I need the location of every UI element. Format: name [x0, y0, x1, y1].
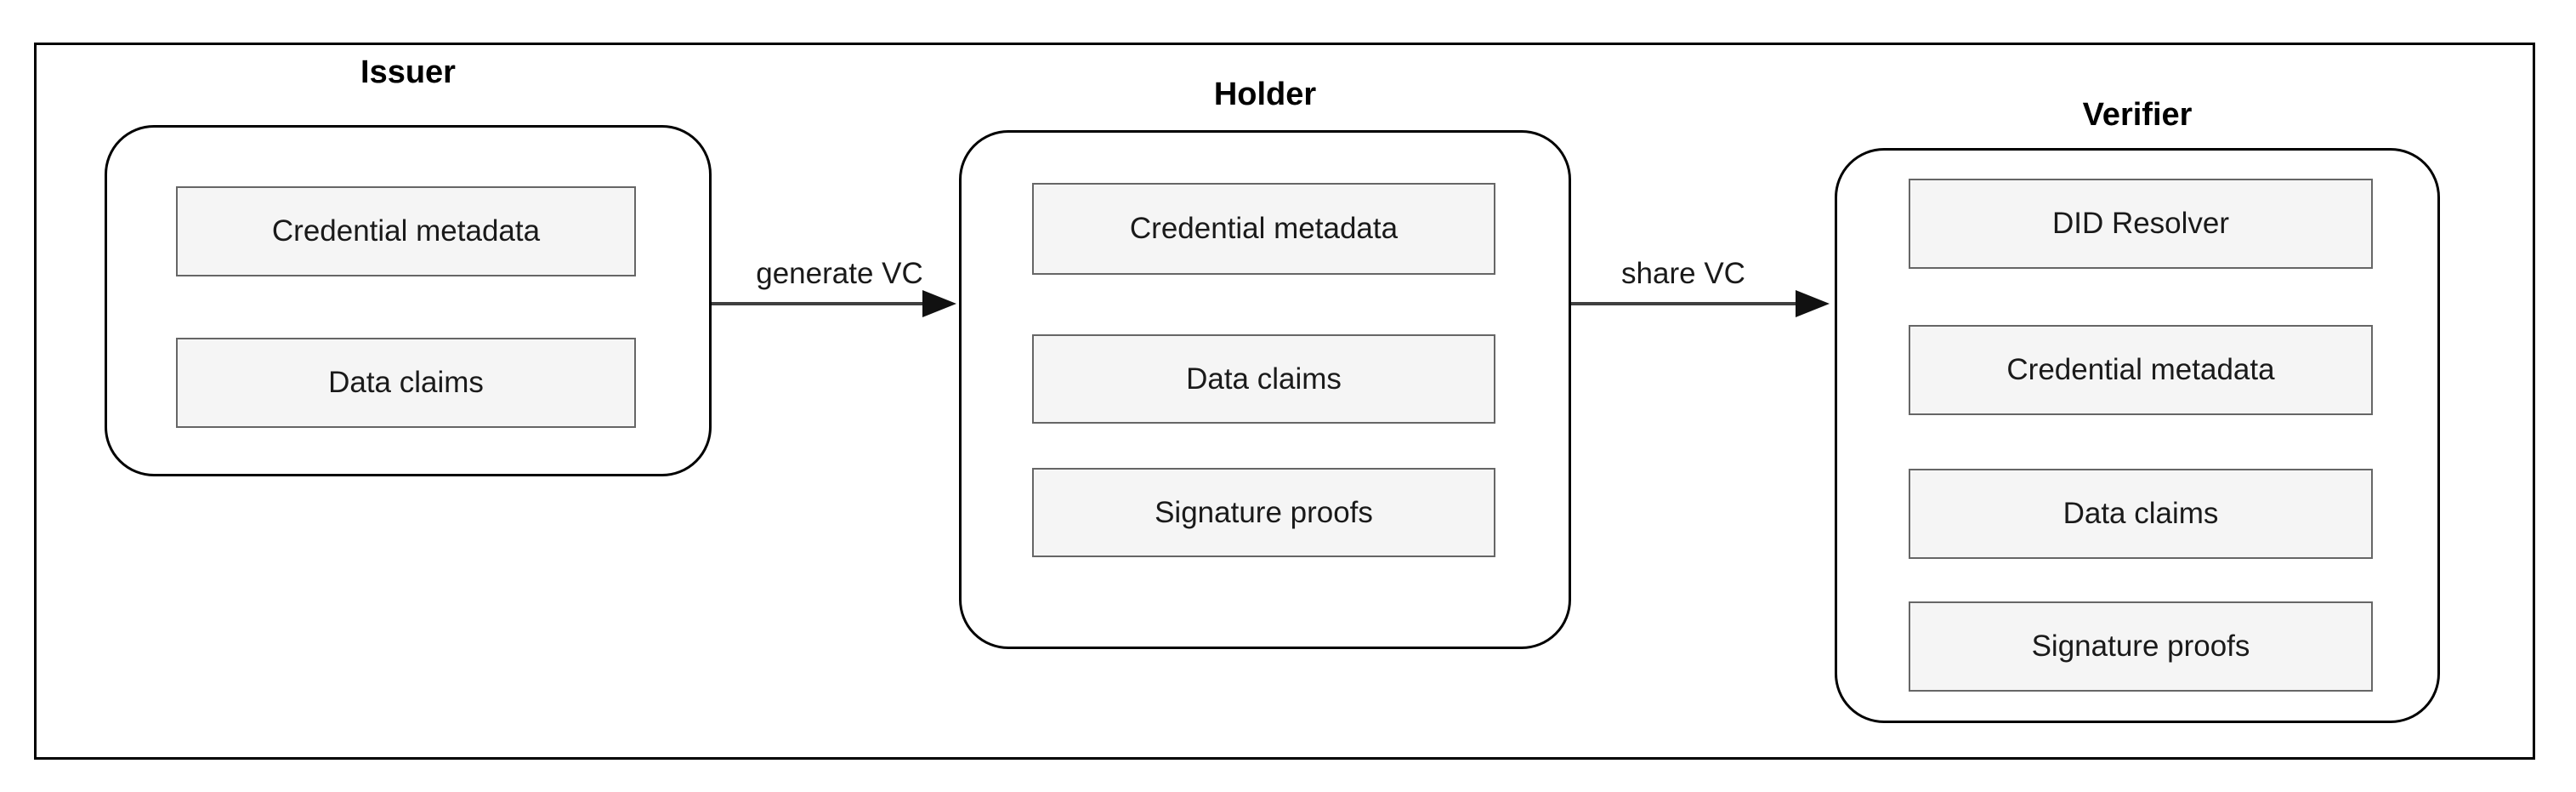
share-vc-arrow-label: share VC [1621, 257, 1745, 290]
generate-vc-arrowhead-icon [922, 290, 956, 317]
holder-box-signature-proofs: Signature proofs [1032, 468, 1495, 557]
verifier-box-credential-metadata: Credential metadata [1909, 325, 2373, 415]
verifier-panel-title: Verifier [2082, 97, 2193, 133]
generate-vc-arrow-line [712, 302, 924, 305]
verifier-box-did-resolver: DID Resolver [1909, 179, 2373, 269]
holder-box-credential-metadata: Credential metadata [1032, 183, 1495, 275]
generate-vc-arrow-label: generate VC [756, 257, 923, 290]
holder-box-data-claims: Data claims [1032, 334, 1495, 424]
issuer-box-credential-metadata: Credential metadata [176, 186, 636, 276]
verifier-box-data-claims: Data claims [1909, 469, 2373, 559]
share-vc-arrow-line [1571, 302, 1796, 305]
verifier-box-signature-proofs: Signature proofs [1909, 601, 2373, 692]
holder-panel-title: Holder [1213, 77, 1317, 112]
issuer-panel-title: Issuer [360, 54, 456, 90]
issuer-box-data-claims: Data claims [176, 338, 636, 428]
share-vc-arrowhead-icon [1796, 290, 1830, 317]
